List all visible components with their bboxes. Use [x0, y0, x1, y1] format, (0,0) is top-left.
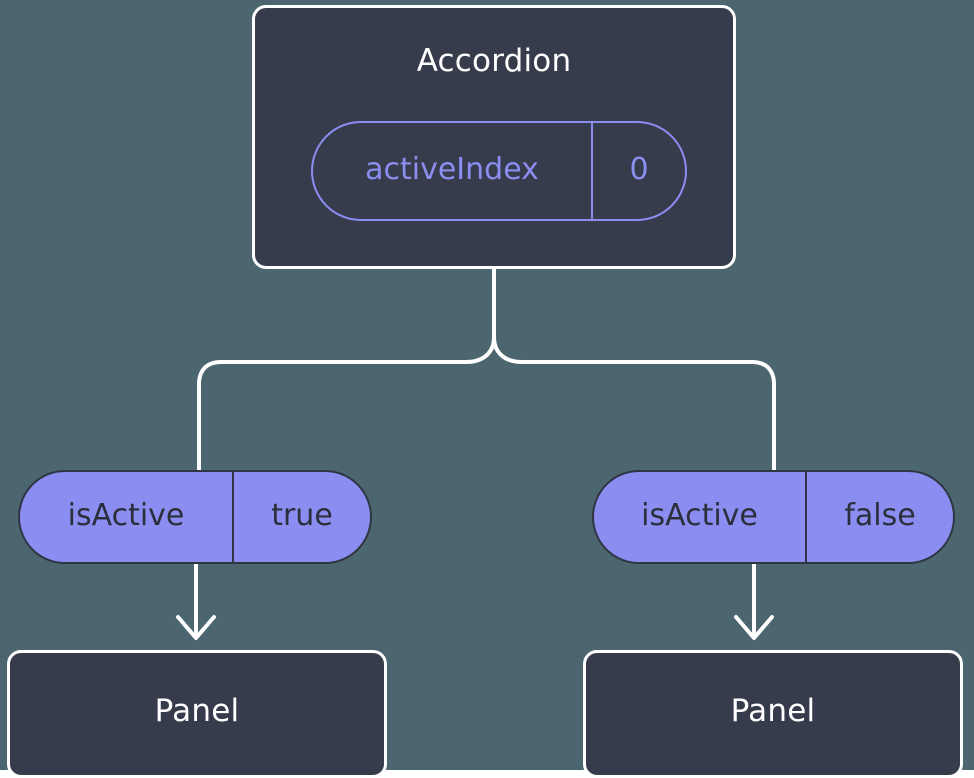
connector-fork-left — [197, 335, 496, 472]
left-panel-card[interactable]: Panel — [7, 650, 387, 778]
right-isactive-value: false — [844, 498, 916, 533]
arrowhead-left-icon — [176, 615, 216, 640]
left-isactive-value: true — [271, 498, 333, 533]
activeindex-state-value: 0 — [629, 152, 649, 187]
activeindex-state-badge[interactable]: activeIndex 0 — [311, 121, 687, 221]
left-panel-label: Panel — [154, 692, 240, 729]
right-panel-label: Panel — [730, 692, 816, 729]
arrowhead-right-icon — [734, 615, 774, 640]
left-isactive-prop-badge[interactable]: isActive true — [18, 470, 372, 564]
right-panel-card[interactable]: Panel — [583, 650, 963, 778]
right-isactive-prop-badge[interactable]: isActive false — [592, 470, 955, 564]
left-isactive-key: isActive — [20, 472, 234, 562]
accordion-component-card[interactable]: Accordion activeIndex 0 — [252, 5, 736, 269]
activeindex-state-key: activeIndex — [313, 123, 593, 219]
accordion-title: Accordion — [416, 43, 572, 79]
right-isactive-key: isActive — [594, 472, 807, 562]
connector-fork-right — [492, 335, 776, 472]
